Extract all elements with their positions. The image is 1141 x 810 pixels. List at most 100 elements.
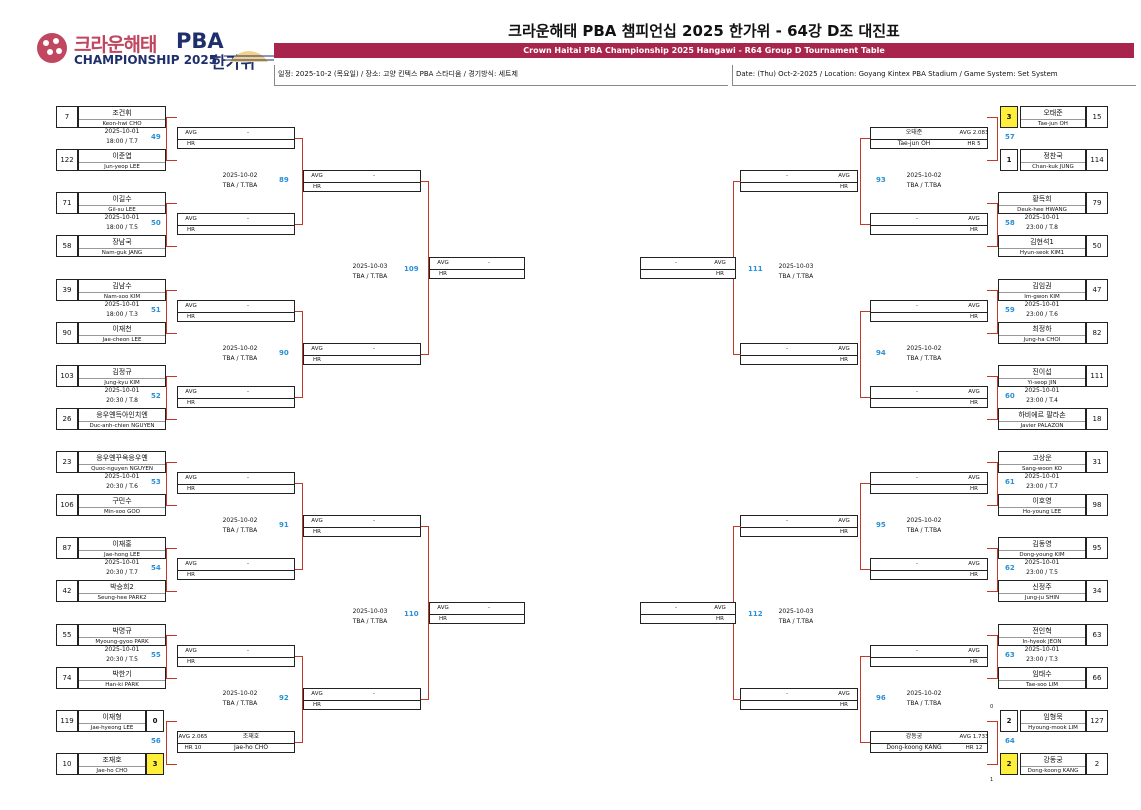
bracket-line bbox=[166, 462, 167, 506]
avg-value: AVG 2.083 bbox=[959, 130, 989, 136]
match-number: 60 bbox=[1005, 392, 1015, 400]
header: 크라운해태 PBA CHAMPIONSHIP 2025 한가위 크라운해태 PB… bbox=[0, 0, 1141, 92]
player-name-ko: 하비에르 팔라손 bbox=[1018, 411, 1066, 419]
bracket-line bbox=[421, 181, 429, 182]
bracket-line bbox=[166, 333, 177, 334]
bracket-line bbox=[860, 742, 870, 743]
avg-label: AVG bbox=[185, 475, 197, 481]
bracket-line bbox=[987, 635, 998, 636]
player-score: 0 bbox=[146, 710, 164, 732]
avg-value: - bbox=[373, 173, 375, 179]
bracket-line bbox=[295, 224, 303, 225]
avg-label: AVG bbox=[838, 346, 850, 352]
hr-label: HR bbox=[313, 357, 321, 363]
bracket-line bbox=[166, 117, 167, 161]
avg-label: AVG bbox=[185, 561, 197, 567]
player-seed: 74 bbox=[56, 667, 78, 689]
box-divider bbox=[178, 473, 294, 485]
bracket-line bbox=[295, 311, 303, 312]
avg-value: - bbox=[247, 130, 249, 136]
bracket-line bbox=[987, 203, 998, 204]
match-number: 94 bbox=[876, 349, 886, 357]
player-name-ko: 강동궁 bbox=[905, 733, 923, 740]
match-number: 53 bbox=[151, 478, 161, 486]
player-name-card[interactable]: 이재형 Jae-hyeong LEE bbox=[78, 710, 146, 732]
match-date: 2025-10-02 bbox=[222, 690, 258, 697]
player-name-ko: 이호영 bbox=[1032, 497, 1052, 505]
match-time: TBA / T.TBA bbox=[222, 182, 258, 189]
player-name-en: Jae-hyeong LEE bbox=[79, 723, 145, 733]
match-date: 2025-10-02 bbox=[906, 345, 942, 352]
player-name-ko: 이재형 bbox=[102, 713, 122, 721]
avg-value: - bbox=[916, 216, 918, 222]
bracket-line bbox=[166, 721, 177, 722]
box-divider bbox=[641, 603, 735, 615]
bracket-line bbox=[295, 138, 303, 139]
bracket-line bbox=[421, 526, 429, 527]
